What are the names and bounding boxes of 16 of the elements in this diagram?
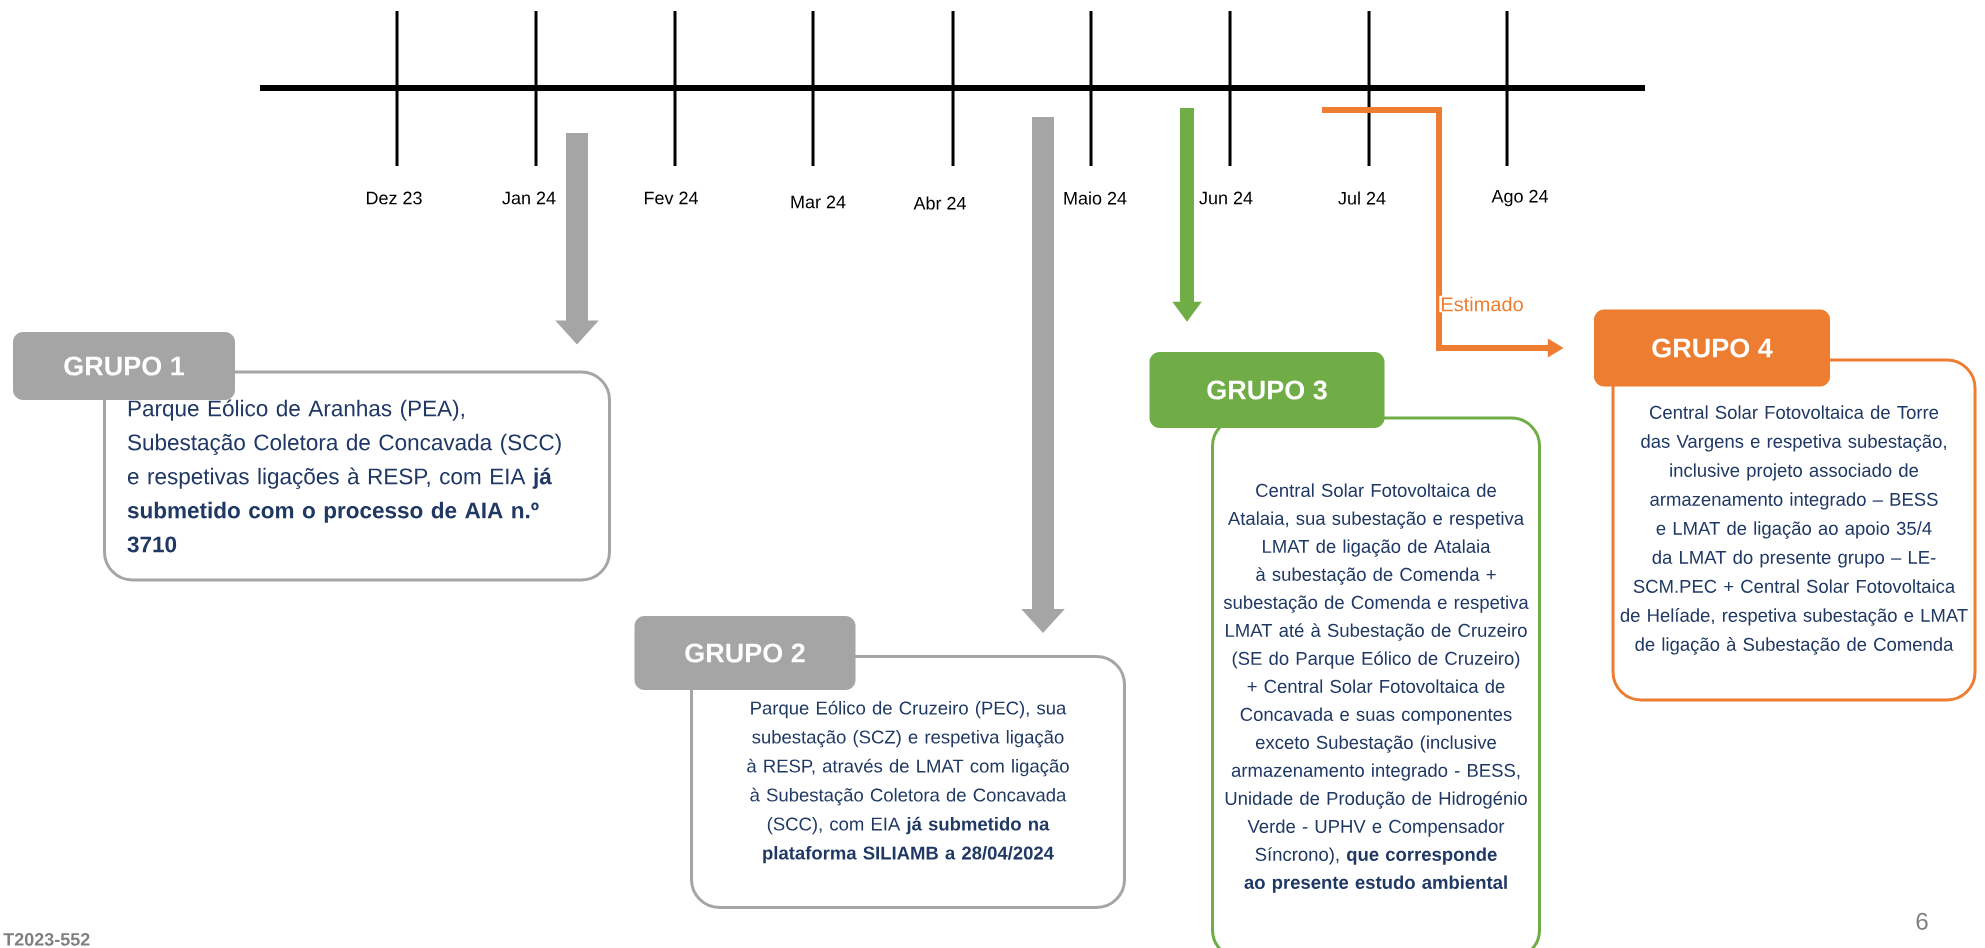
month-label: Mar 24 [791, 195, 846, 209]
group-tab: GRUPO 4 [1594, 309, 1830, 387]
edge-label: Estimado [1439, 295, 1525, 313]
month-label: Jan 24 [502, 191, 556, 205]
month-label: Abr 24 [913, 196, 966, 210]
month-label: Maio 24 [1064, 191, 1127, 205]
page-number: 6 [1916, 912, 1928, 930]
month-label: Jun 24 [1199, 191, 1253, 205]
month-label: Ago 24 [1491, 189, 1548, 207]
group-box: Central Solar Fotovoltaica de Atalaia, sua subestação e respetiva LMAT de ligação de Atalaia à subestação de Comenda + subestação de Comenda e respetiva LMAT até à Subestação de Cruzeiro (SE do Parque Eólico de Cruzeiro) + Central Solar Fotovoltaica de Concavada e suas componentes exceto Subestação (inclusive armazenamento integrado - BESS, Unidade de Produção de Hidrogénio Verde - UPHV e Compensador Síncrono), que corresponde ao presente estudo ambiental [1211, 416, 1541, 948]
month-label: Jul 24 [1338, 191, 1386, 205]
group-tab: GRUPO 3 [1149, 352, 1385, 428]
document-code: T2023-552 [3, 933, 90, 946]
month-label: Fev 24 [644, 191, 698, 205]
group-box: Central Solar Fotovoltaica de Torre das Vargens e respetiva subestação, inclusive projeto associado de armazenamento integrado – BESS e LMAT de ligação ao apoio 35/4 da LMAT do presente grupo – LE-SCM.PEC + Central Solar Fotovoltaica de Helíade, respetiva subestação e LMAT de ligação à Subestação de Comenda [1611, 358, 1977, 702]
month-label: Dez 23 [366, 191, 422, 205]
